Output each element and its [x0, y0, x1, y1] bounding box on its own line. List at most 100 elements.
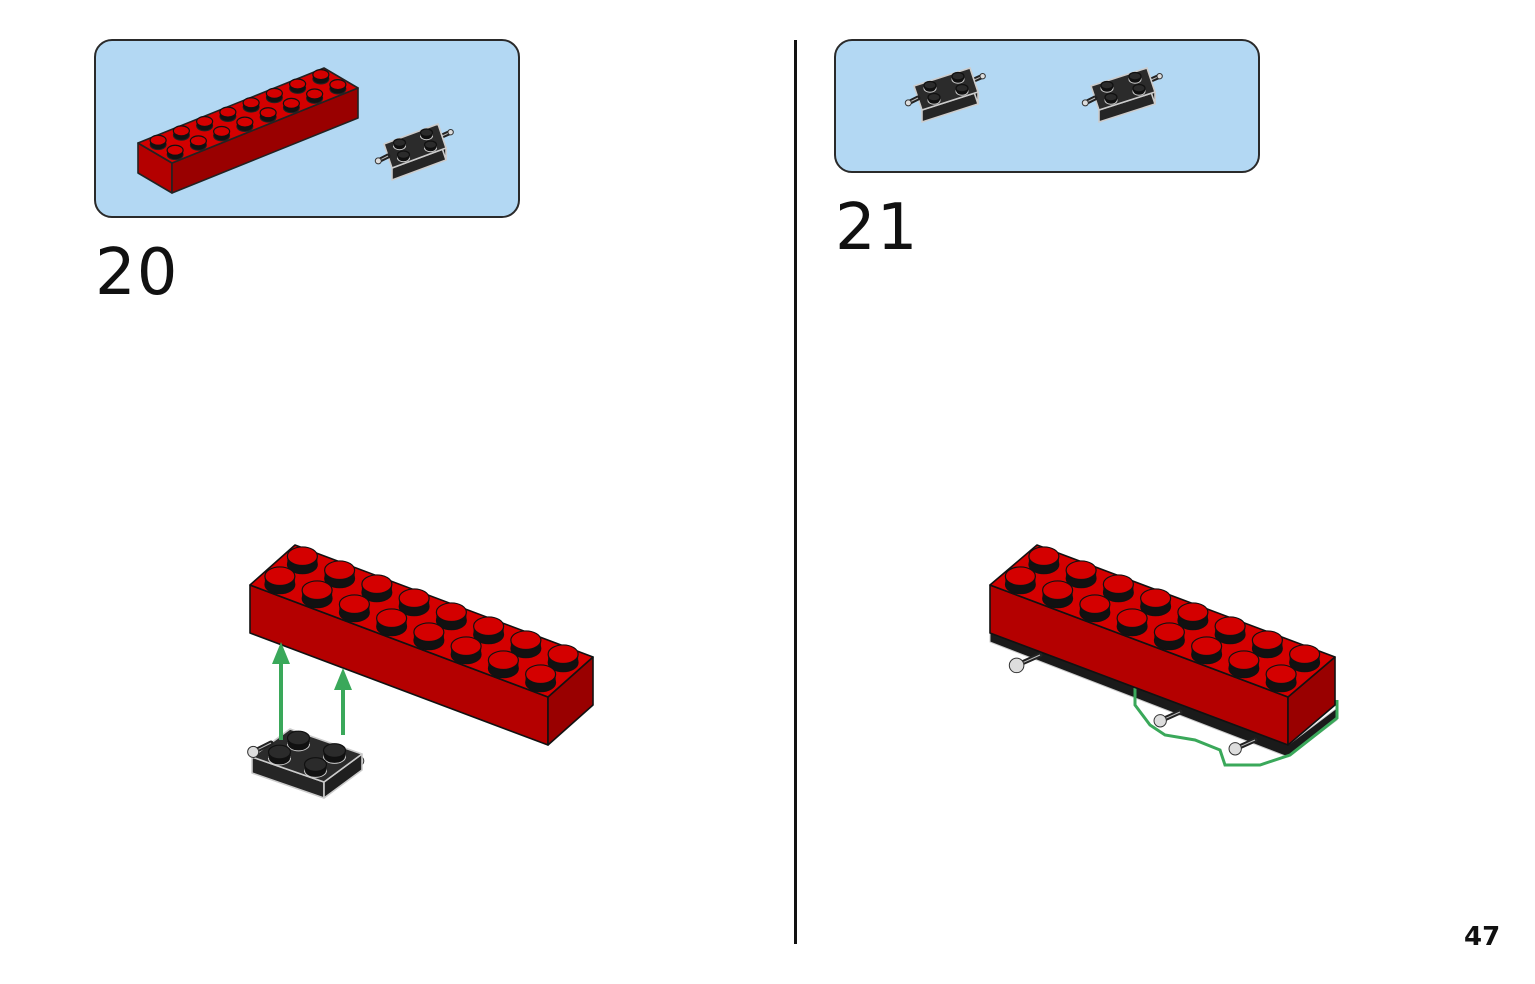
step-number-21: 21 — [835, 191, 919, 265]
stud — [1132, 83, 1146, 96]
step21-axle-1 — [1008, 652, 1043, 674]
stud — [951, 71, 965, 84]
callout-wheel-plate-2-axle-back — [1148, 72, 1163, 83]
stud — [1140, 588, 1172, 617]
callout-wheel-plate-axle-back — [439, 128, 454, 139]
stud — [1028, 546, 1060, 575]
stud — [286, 546, 318, 575]
step21-brick-2x8 — [989, 544, 1336, 746]
stud — [267, 744, 292, 766]
stud — [259, 107, 277, 123]
stud — [1004, 566, 1036, 595]
stud — [1177, 602, 1209, 631]
callout-brick-2x8 — [137, 67, 359, 194]
stud — [376, 608, 408, 637]
stud — [510, 630, 542, 659]
axle-pin-icon — [1156, 72, 1163, 80]
stud — [1079, 594, 1111, 623]
axle-pin-icon — [1081, 99, 1089, 107]
stud — [265, 87, 283, 104]
stud — [282, 97, 300, 114]
callout-wheel-plate-1-axle-back — [971, 72, 986, 83]
stud — [303, 757, 328, 778]
step-number-20: 20 — [95, 236, 179, 310]
stud — [1116, 608, 1148, 637]
step-divider — [794, 40, 797, 944]
axle-pin-icon — [1228, 742, 1242, 756]
stud — [289, 78, 307, 94]
stud — [213, 125, 231, 142]
stud — [329, 79, 347, 95]
callout-wheel-plate-1-axle-front — [904, 95, 921, 107]
stud — [242, 97, 260, 113]
step20-wheel-plate-axle-front — [247, 740, 274, 758]
page-number: 47 — [1464, 922, 1501, 952]
stud — [1251, 630, 1283, 659]
stud — [324, 560, 356, 589]
stud — [1100, 80, 1114, 93]
stud — [1265, 664, 1297, 693]
callout-wheel-plate-2-axle-front — [1081, 95, 1098, 107]
stud — [219, 106, 237, 122]
stud — [1289, 644, 1321, 673]
stud — [1214, 616, 1246, 645]
stud — [166, 144, 184, 161]
stud — [1102, 574, 1134, 603]
stud — [398, 588, 430, 617]
new-part-highlight — [1133, 688, 1339, 767]
stud — [149, 134, 167, 151]
stud — [396, 150, 411, 163]
stud — [236, 116, 254, 132]
axle-pin-icon — [374, 157, 382, 165]
stud — [955, 83, 969, 96]
stud — [525, 664, 557, 693]
callout-wheel-plate — [383, 123, 447, 181]
axle-pin-icon — [904, 99, 912, 107]
step20-wheel-plate — [251, 728, 363, 799]
step20-arrow-left — [272, 642, 290, 740]
stud — [487, 650, 519, 679]
stud — [1128, 71, 1142, 84]
step20-arrow-right — [334, 668, 352, 735]
stud — [172, 125, 190, 141]
stud — [264, 566, 296, 595]
stud — [338, 594, 370, 623]
callout-wheel-plate-2 — [1090, 67, 1156, 123]
stud — [927, 92, 941, 105]
stud — [473, 616, 505, 645]
stud — [435, 602, 467, 631]
stud — [1153, 622, 1185, 651]
stud — [361, 574, 393, 603]
stud — [196, 115, 214, 132]
stud — [189, 135, 207, 151]
axle-pin-icon — [979, 72, 986, 80]
axle-pin-icon — [447, 128, 454, 136]
axle-pin-icon — [1153, 714, 1167, 728]
stud — [413, 622, 445, 651]
axle-pin-icon — [247, 745, 260, 758]
stud — [322, 743, 347, 764]
callout-wheel-plate-1 — [913, 67, 979, 123]
brick-top-face — [251, 728, 363, 783]
stud — [419, 128, 434, 141]
stud — [1104, 92, 1118, 105]
stud — [301, 580, 333, 609]
stud — [286, 730, 311, 752]
arrow-head-icon — [272, 642, 290, 664]
stud — [392, 138, 407, 151]
stud — [306, 88, 324, 104]
stud — [1065, 560, 1097, 589]
step20-brick-2x8 — [249, 544, 594, 746]
arrow-head-icon — [334, 668, 352, 690]
stud — [1042, 580, 1074, 609]
stud — [1191, 636, 1223, 665]
stud — [312, 69, 330, 85]
axle-pin-icon — [1008, 657, 1025, 674]
step21-axle-3 — [1228, 737, 1258, 756]
step21-axle-2 — [1153, 709, 1183, 728]
stud — [547, 644, 579, 673]
callout-wheel-plate-axle-front — [374, 153, 391, 165]
stud — [423, 140, 438, 153]
stud — [1228, 650, 1260, 679]
